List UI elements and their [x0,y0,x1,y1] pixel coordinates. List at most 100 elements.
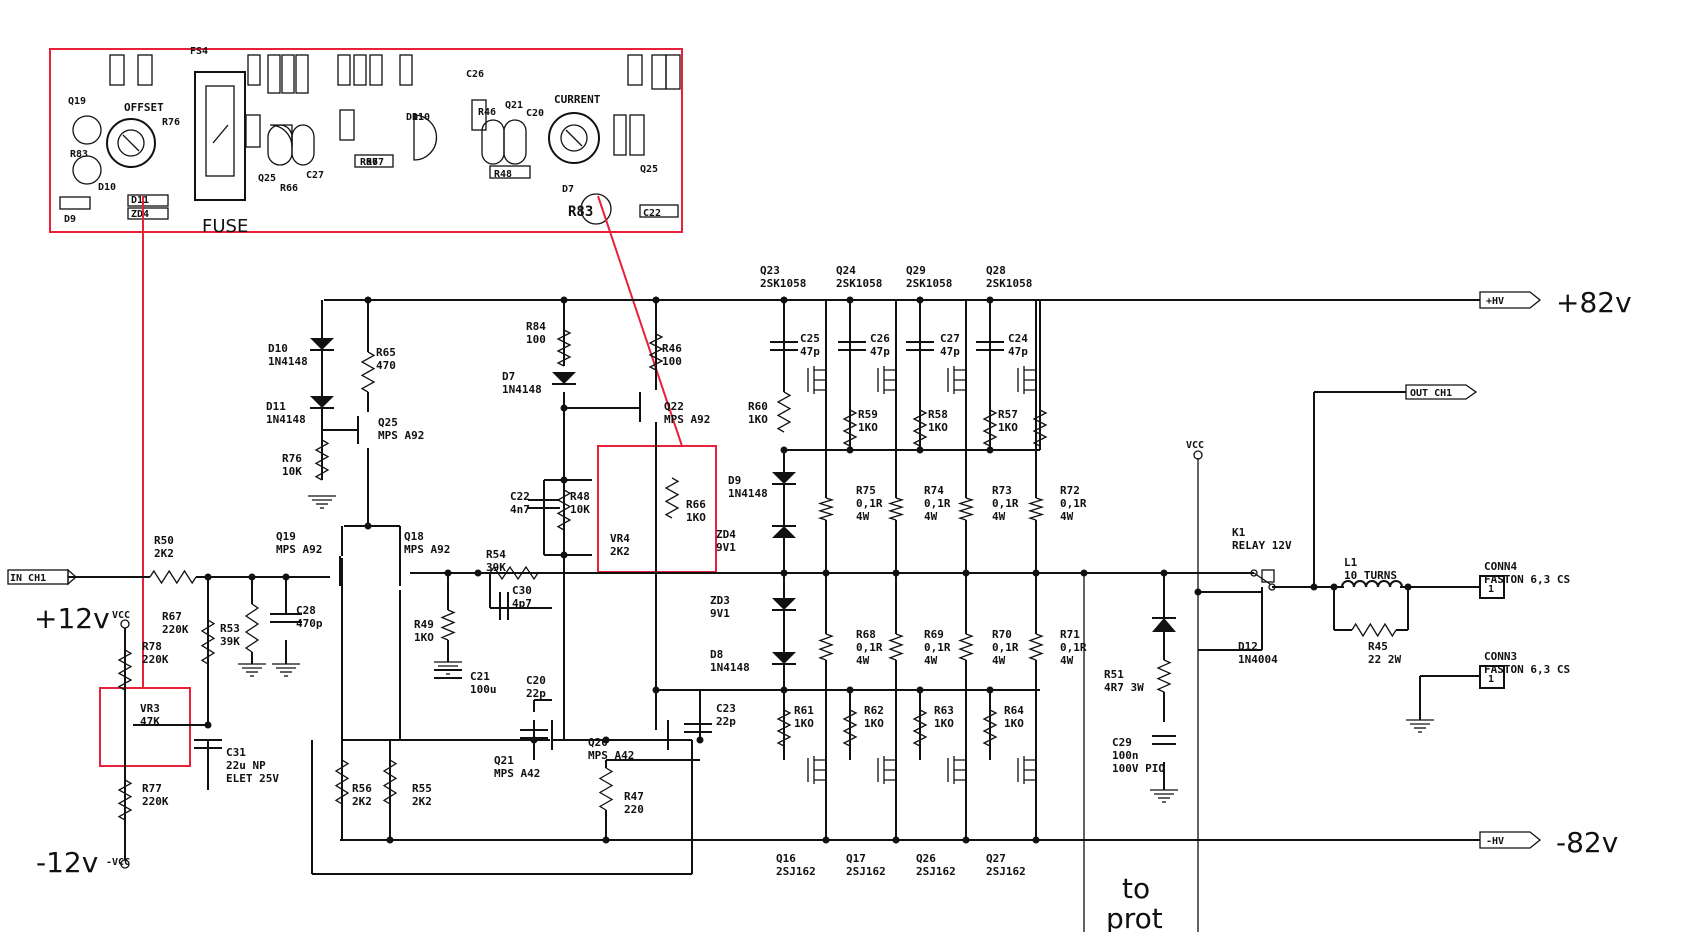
resistor-symbol [982,409,998,447]
pcb-silk: R66 [280,183,298,194]
minus-12v-label: -12v [36,846,98,879]
resistor-symbol [200,619,216,665]
mosfet-symbol [1017,366,1036,394]
resistor-symbol [818,633,834,661]
resistor-symbol [912,409,928,447]
resistor-symbol [842,709,858,747]
net-vcc-bottom: -VCC [106,857,130,868]
net-minus-hv: -HV [1486,836,1504,847]
mosfet-symbol [947,366,966,394]
pcb-silk: R83 [568,204,593,220]
pcb-silk: D10 [98,182,116,193]
resistor-symbol [776,391,792,433]
pcb-silk: D9 [64,214,76,225]
resistor-symbol [382,759,398,805]
pcb-silk: Q25 [640,164,658,175]
resistor-symbol [556,329,572,367]
resistor-symbol [982,709,998,747]
resistor-symbol [664,477,680,519]
resistor-symbol [244,603,260,653]
pcb-silk: D11 [131,195,149,206]
plus-12v-label: +12v [34,602,110,635]
resistor-symbol [1156,659,1172,693]
pcb-silk: D11 [406,112,424,123]
pcb-inset: OFFSET CURRENT FUSE Q19 R76 D10 D11 ZD4 … [49,46,683,237]
resistor-symbol [334,759,350,805]
pcb-silk: D7 [562,184,574,195]
svg-text:1: 1 [1488,674,1494,685]
net-vcc: VCC [112,610,130,621]
mosfet-symbol [1017,756,1036,784]
pcb-silk: R67 [366,157,384,168]
pcb-silk: R67 [360,157,378,168]
mosfet-symbol [877,756,896,784]
pcb-silk: C22 [643,208,661,219]
pcb-silk: R76 [162,117,180,128]
wires [68,299,1480,932]
net-plus-hv: +HV [1486,296,1504,307]
resistor-symbol [1351,622,1397,638]
resistor-symbol [776,709,792,747]
resistor-symbol [598,767,614,811]
mosfet-symbol [807,366,826,394]
pcb-silk: R48 [494,169,512,180]
pcb-silk: Q25 [258,173,276,184]
resistor-symbol [489,565,539,581]
to-prot-label-1: to [1122,872,1150,905]
pcb-silk: C26 [466,69,484,80]
net-vcc-right: VCC [1186,440,1204,451]
pcb-silk: Q19 [68,96,86,107]
to-prot-label-2: prot [1106,902,1163,932]
minus-82v-label: -82v [1556,826,1618,859]
resistor-symbol [887,497,905,521]
resistor-symbol [314,439,330,481]
resistor-symbol [360,351,376,393]
